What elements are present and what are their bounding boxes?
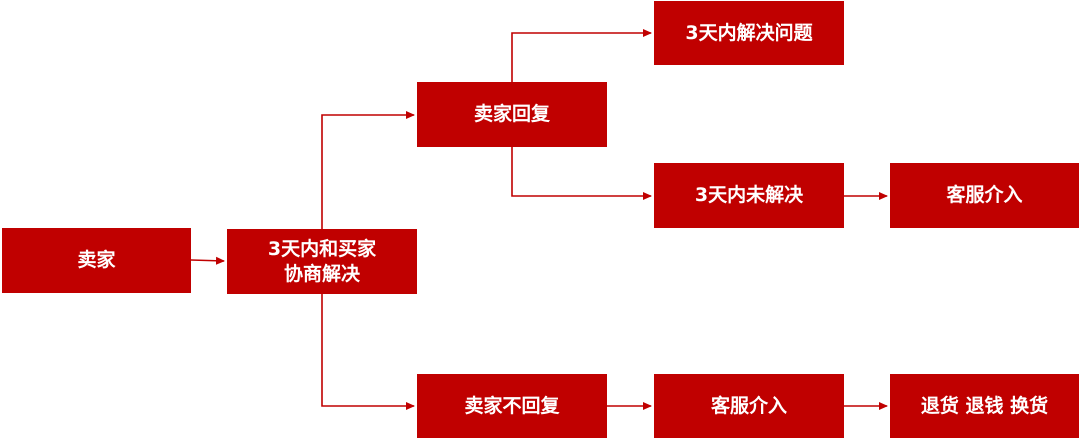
node-seller-no-reply: 卖家不回复 bbox=[417, 374, 607, 438]
arrow-negotiate-to-seller-reply bbox=[321, 111, 415, 229]
node-refund-options: 退货 退钱 换货 bbox=[890, 374, 1079, 438]
node-seller-reply: 卖家回复 bbox=[417, 82, 607, 147]
node-unresolved-3days: 3天内未解决 bbox=[654, 163, 844, 228]
arrow-reply-to-unresolved bbox=[511, 147, 652, 200]
node-cs-intervene-top: 客服介入 bbox=[890, 163, 1079, 228]
arrow-reply-to-resolved bbox=[511, 29, 652, 82]
node-resolved-3days: 3天内解决问题 bbox=[654, 1, 844, 65]
arrow-negotiate-to-no-reply bbox=[321, 294, 415, 410]
node-cs-intervene-bottom: 客服介入 bbox=[654, 374, 844, 438]
node-seller: 卖家 bbox=[2, 228, 191, 293]
node-negotiate: 3天内和买家 协商解决 bbox=[227, 229, 417, 294]
arrow-seller-to-negotiate bbox=[190, 256, 225, 265]
